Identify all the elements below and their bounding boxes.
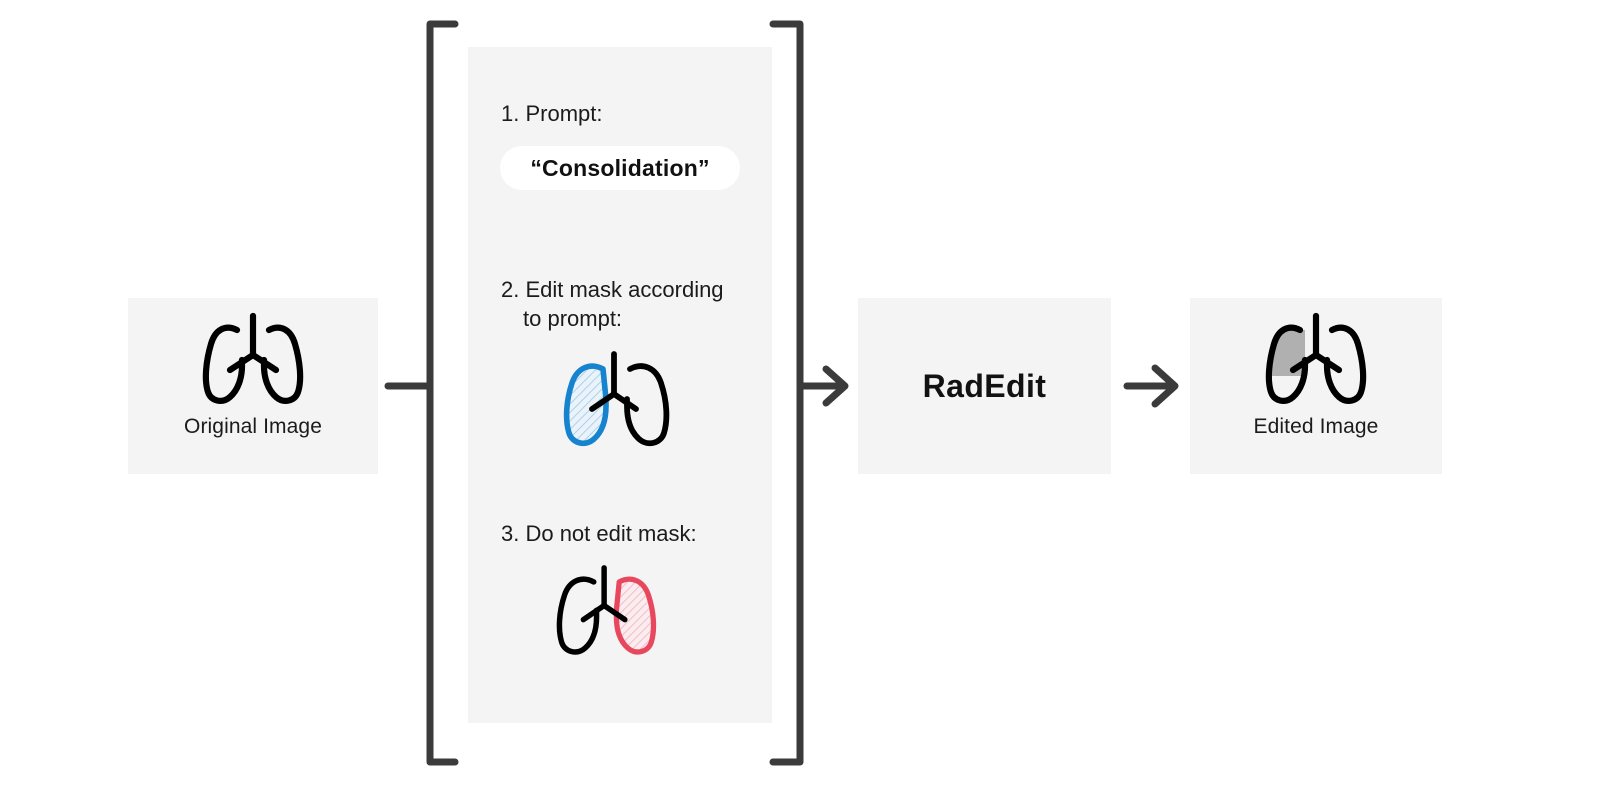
lungs-with-opacity-icon [1265,312,1367,404]
step-2-label-line1: 2. Edit mask according [501,277,724,302]
step-1-prompt: 1. Prompt: “Consolidation” [468,99,772,190]
radedit-model-box: RadEdit [858,298,1111,474]
edited-image-panel: Edited Image [1190,298,1442,474]
prompt-value: “Consolidation” [530,154,710,181]
step-2-label-line2: to prompt: [523,306,623,331]
edited-image-caption: Edited Image [1253,415,1379,438]
lungs-keep-mask-red-icon [556,565,657,655]
edit-mask-region [563,363,609,447]
original-image-panel: Original Image [128,298,378,474]
bracket-open [426,20,459,766]
step-3-label: 3. Do not edit mask: [501,521,697,546]
bracket-close [769,20,804,766]
arrow-to-output [1123,364,1179,408]
arrow-to-model [799,365,849,407]
original-image-caption: Original Image [184,415,322,438]
lungs-edit-mask-blue-icon [563,351,670,447]
keep-mask-region [613,576,657,655]
radedit-label: RadEdit [922,367,1047,404]
steps-card: 1. Prompt: “Consolidation” 2. Edit mask … [468,47,772,723]
step-2-label: 2. Edit mask according to prompt: [468,275,772,333]
step-1-label: 1. Prompt: [501,101,603,126]
lungs-outline-icon [202,312,304,404]
step-3-keep-mask: 3. Do not edit mask: [468,519,772,671]
prompt-pill[interactable]: “Consolidation” [500,146,740,190]
step-2-edit-mask: 2. Edit mask according to prompt: [468,275,772,458]
